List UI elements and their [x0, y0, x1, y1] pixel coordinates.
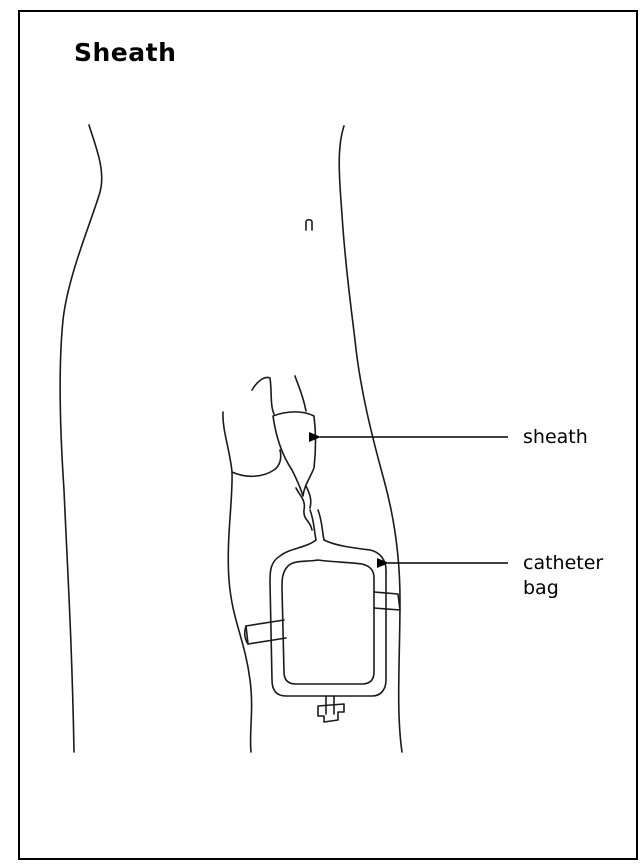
drain-valve [318, 704, 344, 722]
left-body-contour [60, 125, 102, 752]
catheter-bag-label: catheter bag [523, 551, 613, 601]
lower-left-strap [246, 620, 286, 644]
right-body-contour [339, 126, 402, 752]
sheath-neck-2 [306, 486, 311, 508]
tube-right [318, 510, 324, 540]
penis-left-line [252, 378, 274, 415]
sheath-label: sheath [523, 425, 588, 450]
inner-leg-contour [223, 412, 252, 752]
catheter-bag-inner [282, 560, 374, 684]
navel-mark [306, 220, 312, 230]
penis-right-line [295, 376, 306, 411]
groin-curve [232, 450, 281, 476]
catheter-bag-outer [270, 540, 386, 696]
upper-right-strap [374, 592, 400, 610]
sheath-shape [273, 412, 316, 496]
